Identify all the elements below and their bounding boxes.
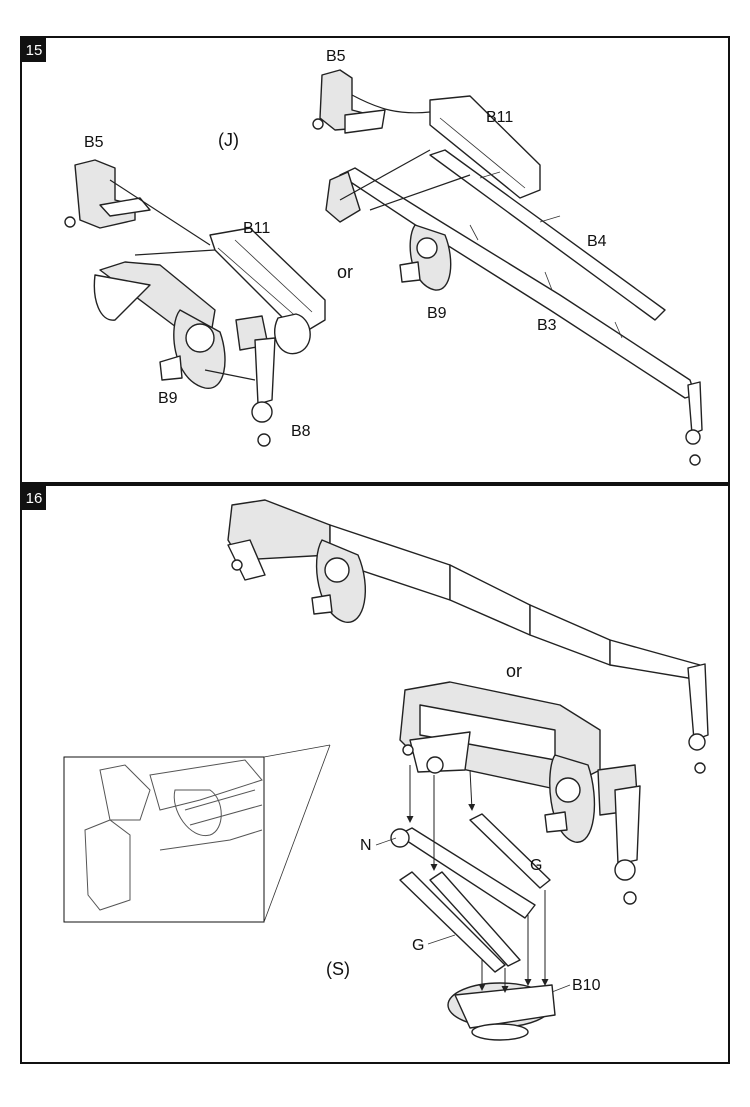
step-15-panel: 15 [20,36,730,484]
label-n: N [360,837,372,854]
label-b11-alt: B11 [486,109,513,126]
label-b3-alt: B3 [537,317,557,334]
label-b5-alt: B5 [326,48,346,65]
detail-inset-frame [63,756,265,923]
cylinder-n [397,827,536,919]
step-16-frame [20,484,730,1064]
label-b11-j: B11 [243,220,270,237]
step-15-badge [22,38,46,62]
step-16-badge [22,486,46,510]
part-b11-j [209,227,326,336]
label-b9-alt: B9 [427,305,447,322]
step-16-long-boom-drawing [227,499,709,774]
label-g-left: G [412,937,424,954]
step-16-or: or [506,661,522,681]
cylinder-g-left [399,871,506,973]
step-15-variant-j-drawing [64,159,326,447]
cylinder-g-right [469,813,551,889]
part-b5-j [74,159,136,229]
step-15-frame [20,36,730,484]
variant-j-label: (J) [218,130,239,150]
part-b11-alt [429,95,541,199]
step-15-or: or [337,262,353,282]
label-g-right: G [530,857,542,874]
step-15-variant-alt-drawing [312,69,703,466]
label-b9-j: B9 [158,390,178,407]
label-b5-j: B5 [84,134,104,151]
variant-s-label: (S) [326,959,350,979]
label-b8-j: B8 [291,423,311,440]
detail-inset [63,744,331,923]
label-b4-alt: B4 [587,233,607,250]
step-16-panel: 16 or [20,484,730,1064]
part-b4-alt [429,149,666,321]
step-15-number: 15 [26,42,43,59]
step-16-variant-s-drawing [390,681,641,1041]
step-16-number: 16 [26,490,43,507]
label-b10: B10 [572,977,601,994]
